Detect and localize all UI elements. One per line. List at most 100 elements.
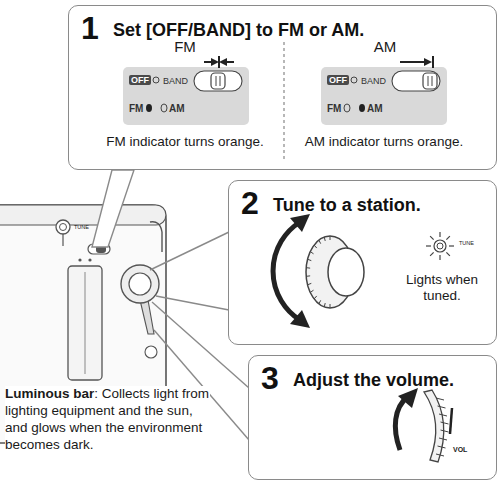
knurl-line bbox=[330, 304, 331, 308]
ridge bbox=[438, 446, 446, 448]
knurl-line bbox=[314, 296, 317, 299]
light-rays bbox=[426, 232, 454, 260]
ridge bbox=[441, 422, 449, 424]
ray bbox=[426, 245, 431, 246]
arrow-stop bbox=[432, 56, 434, 68]
arrow-head bbox=[290, 310, 310, 328]
divider bbox=[283, 42, 284, 162]
switch-label: BAND bbox=[361, 76, 386, 86]
crank-grip bbox=[145, 346, 157, 358]
tiny-marking: TUNE bbox=[459, 240, 474, 247]
grip bbox=[428, 76, 429, 86]
ridge bbox=[439, 438, 447, 440]
ridge bbox=[438, 406, 446, 408]
slider bbox=[194, 71, 242, 91]
volume-wheel bbox=[424, 390, 444, 462]
tiny-marking: TUNE bbox=[74, 224, 89, 231]
knurl-line bbox=[330, 236, 331, 240]
caption: FM indicator turns orange. bbox=[90, 134, 280, 150]
band-heading: AM bbox=[355, 38, 415, 56]
wheel-ridges bbox=[436, 398, 449, 456]
am-indicator-off bbox=[161, 104, 167, 112]
arrow-stop bbox=[218, 56, 220, 68]
arrow bbox=[204, 61, 215, 63]
ray bbox=[439, 255, 440, 260]
slider bbox=[392, 71, 440, 91]
off-dot bbox=[351, 77, 357, 83]
ray bbox=[439, 232, 440, 237]
tuning-knob-face bbox=[328, 248, 364, 296]
knurl-line bbox=[306, 275, 310, 276]
arrow bbox=[400, 61, 428, 63]
dot bbox=[88, 258, 91, 261]
knurl-line bbox=[319, 300, 321, 304]
knurl-line bbox=[314, 245, 317, 248]
note: Luminous bar: Collects light from lighti… bbox=[5, 386, 210, 454]
luminous-bar-line bbox=[85, 272, 86, 374]
grip bbox=[432, 76, 433, 86]
knurl-line bbox=[308, 283, 312, 284]
indicator-stem bbox=[62, 234, 63, 246]
tuning-knob bbox=[121, 265, 159, 303]
fm-indicator-on bbox=[146, 104, 152, 112]
knurling bbox=[306, 236, 330, 308]
grip bbox=[216, 76, 217, 86]
tune-indicator bbox=[56, 220, 70, 234]
ridge bbox=[441, 430, 449, 432]
ridge bbox=[439, 414, 447, 416]
ray bbox=[449, 245, 454, 246]
knurl-line bbox=[324, 237, 326, 241]
ridge bbox=[436, 454, 444, 456]
callout-pointer bbox=[150, 232, 229, 270]
band-heading: FM bbox=[155, 38, 215, 56]
arrow-head bbox=[398, 388, 418, 408]
arrow-head bbox=[290, 214, 310, 232]
off-dot bbox=[153, 77, 159, 83]
knurl-line bbox=[306, 267, 310, 268]
ridge bbox=[436, 398, 444, 400]
tune-light-inner bbox=[437, 243, 443, 249]
knurl-line bbox=[324, 303, 326, 307]
caption: AM indicator turns orange. bbox=[286, 134, 482, 150]
part-name: Luminous bar bbox=[5, 386, 94, 401]
ray bbox=[430, 252, 434, 256]
step-number: 3 bbox=[261, 360, 279, 397]
ray bbox=[446, 252, 450, 256]
dot bbox=[78, 258, 81, 261]
knurl-line bbox=[308, 259, 312, 260]
grip bbox=[220, 76, 221, 86]
am-indicator-on bbox=[359, 104, 365, 112]
step-number: 1 bbox=[81, 10, 99, 47]
crank-arm bbox=[140, 300, 154, 334]
tune-light bbox=[434, 240, 446, 252]
tune-indicator-inner bbox=[60, 224, 67, 231]
knurl-line bbox=[310, 290, 313, 292]
step-number: 2 bbox=[241, 185, 259, 222]
indicator-label: AM bbox=[169, 103, 185, 115]
knurl-line bbox=[319, 240, 321, 244]
rotate-arrow bbox=[273, 222, 300, 320]
indicator-label: AM bbox=[367, 103, 383, 115]
slider-knob bbox=[423, 73, 437, 89]
step-heading: Tune to a station. bbox=[273, 195, 421, 216]
volume-arrow bbox=[395, 396, 408, 450]
callout-pointer bbox=[156, 296, 229, 310]
slider-knob bbox=[211, 73, 225, 89]
tuning-knob-cap bbox=[129, 273, 151, 295]
knurl-line bbox=[310, 252, 313, 254]
caption: Lights when tuned. bbox=[394, 272, 490, 304]
radio-top bbox=[0, 205, 166, 225]
indicator-label: FM bbox=[327, 103, 341, 115]
indicator-label: FM bbox=[129, 103, 143, 115]
luminous-bar bbox=[68, 266, 102, 380]
callout-pointer bbox=[92, 170, 134, 247]
switch-label: OFF bbox=[129, 75, 151, 85]
ray bbox=[446, 236, 450, 240]
handle bbox=[150, 222, 162, 252]
switch-label: OFF bbox=[327, 75, 349, 85]
fm-indicator-off bbox=[344, 104, 350, 112]
ray bbox=[430, 236, 434, 240]
switch-label: BAND bbox=[163, 76, 188, 86]
step-heading: Adjust the volume. bbox=[293, 370, 454, 391]
